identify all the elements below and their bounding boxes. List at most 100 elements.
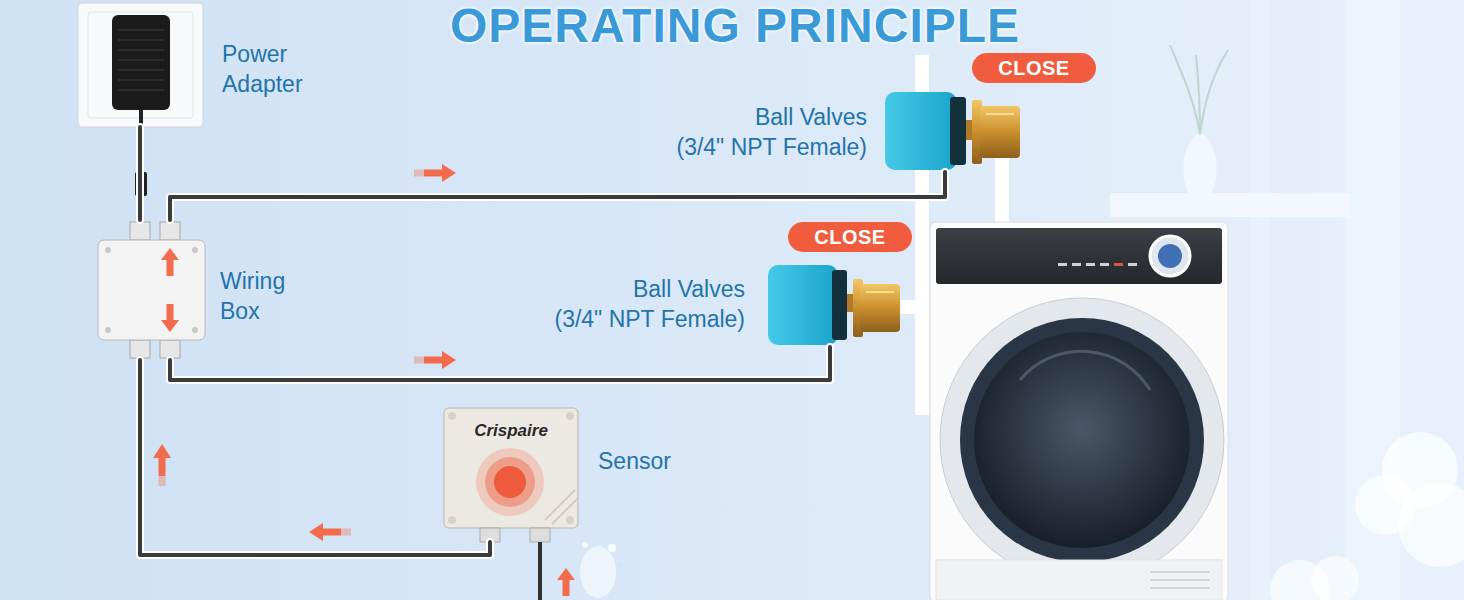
ball-valve-drawing — [768, 265, 900, 345]
illustration-part — [866, 291, 894, 293]
illustration-part — [986, 113, 1014, 115]
flow-arrow — [424, 164, 456, 182]
status-badge: CLOSE — [972, 53, 1096, 83]
illustration-part — [130, 340, 150, 358]
flow-arrow — [309, 523, 341, 541]
illustration-part — [940, 298, 1224, 582]
illustration-part — [582, 542, 588, 548]
illustration-part — [995, 155, 1009, 225]
illustration-part — [885, 92, 957, 170]
illustration-part — [161, 248, 179, 276]
illustration-part — [1100, 263, 1109, 266]
leak-sensor: CrispaireSensor — [440, 404, 582, 542]
flow-arrow — [424, 351, 456, 369]
illustration-part — [860, 284, 900, 332]
illustration-part — [1114, 263, 1123, 266]
illustration-part — [494, 466, 526, 498]
illustration-part — [950, 97, 966, 165]
wire — [170, 172, 945, 220]
wire — [138, 127, 142, 220]
illustration-part — [608, 544, 616, 552]
illustration-part — [530, 528, 550, 542]
part-label: Ball Valves (3/4" NPT Female) — [515, 274, 745, 334]
illustration-part — [476, 448, 544, 516]
part-label: Sensor — [598, 446, 718, 476]
diagram-title: OPERATING PRINCIPLE — [0, 0, 1464, 52]
wiring-box: Wiring Box — [98, 220, 206, 360]
illustration-part — [617, 562, 623, 568]
ball-valve: Ball Valves (3/4" NPT Female) — [885, 90, 1025, 172]
wire-outline — [140, 360, 490, 555]
illustration-part — [832, 270, 847, 340]
illustration-part — [1150, 572, 1210, 588]
illustration-part — [930, 222, 1228, 600]
washing-machine — [930, 222, 1228, 600]
illustration-part — [1020, 351, 1150, 390]
illustration-part — [1072, 263, 1081, 266]
text-run: (3/4" NPT Female) — [554, 306, 745, 332]
illustration-part — [448, 516, 456, 524]
illustration-part — [1150, 236, 1190, 276]
illustration-part — [974, 332, 1190, 548]
illustration-part — [161, 304, 179, 332]
illustration-part — [1110, 193, 1350, 217]
illustration-part — [160, 222, 180, 240]
flow-arrow-tail — [414, 357, 424, 364]
flow-arrow — [153, 444, 171, 476]
illustration-part — [112, 15, 170, 110]
wire — [140, 360, 490, 555]
illustration-part — [105, 247, 111, 253]
illustration-part — [78, 3, 203, 127]
wire-connector — [170, 347, 830, 380]
illustration-part — [936, 228, 1222, 284]
illustration-part — [1398, 483, 1464, 567]
illustration-part — [936, 560, 1222, 600]
badge-text: CLOSE — [972, 53, 1096, 83]
wire-outline — [170, 172, 945, 220]
wire-outline — [170, 347, 830, 380]
wire-connector — [140, 127, 141, 220]
part-label: Ball Valves (3/4" NPT Female) — [637, 102, 867, 162]
illustration-part — [980, 106, 1020, 158]
illustration-part — [545, 490, 578, 524]
wire — [170, 347, 830, 380]
badge-text: CLOSE — [788, 222, 912, 252]
ball-valve-drawing — [885, 92, 1020, 170]
illustration-part — [1183, 132, 1216, 193]
part-label: Wiring Box — [220, 266, 315, 326]
power-adapter: Power Adapter — [78, 3, 204, 127]
illustration-part — [88, 12, 193, 118]
illustration-part — [580, 546, 616, 598]
wire-connector — [170, 164, 945, 220]
illustration-part — [105, 327, 111, 333]
wire-outline — [136, 127, 144, 220]
illustration-part — [448, 412, 456, 420]
illustration-part — [566, 412, 574, 420]
illustration-part — [1058, 263, 1067, 266]
flow-arrow-tail — [159, 476, 166, 486]
illustration-part — [98, 240, 205, 340]
illustration-part — [538, 542, 542, 600]
illustration-part — [1170, 45, 1228, 135]
illustration-part — [192, 247, 198, 253]
illustration-part — [192, 327, 198, 333]
illustration-part — [1128, 263, 1137, 266]
part-label: Power Adapter — [222, 39, 342, 99]
illustration-part — [566, 516, 574, 524]
illustration-part — [768, 265, 838, 345]
illustration-part — [1158, 244, 1182, 268]
illustration-part — [485, 457, 535, 507]
illustration-part — [130, 222, 150, 240]
ball-valve: Ball Valves (3/4" NPT Female) — [768, 262, 903, 347]
illustration-part — [960, 318, 1204, 562]
wire-connector — [140, 360, 490, 555]
illustration-part — [1250, 0, 1270, 600]
flow-arrow-tail — [414, 170, 424, 177]
brand-logo: Crispaire — [440, 420, 582, 442]
flow-arrow-tail — [341, 529, 351, 536]
status-badge: CLOSE — [788, 222, 912, 252]
